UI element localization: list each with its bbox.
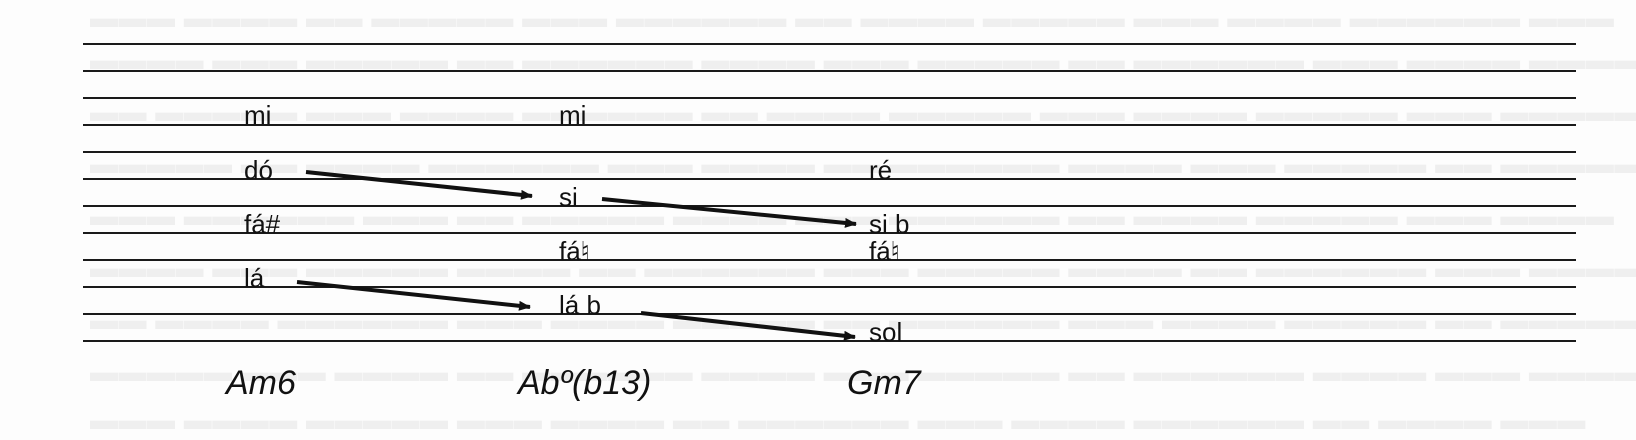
- staff-line: [83, 232, 1576, 234]
- note-re: ré: [869, 155, 893, 185]
- staff-line: [83, 43, 1576, 45]
- note-fa-natural: fá♮: [869, 236, 900, 266]
- staff-line: [83, 286, 1576, 288]
- staff-line: [83, 340, 1576, 342]
- arrow-si-to-sib: [601, 197, 857, 228]
- chord-name-gm7: Gm7: [847, 364, 921, 402]
- arrow-lab-to-sol: [640, 311, 856, 341]
- staff-line: [83, 205, 1576, 207]
- staff-line: [83, 313, 1576, 315]
- arrow-do-to-si: [305, 170, 533, 200]
- note-fa-sharp: fá#: [244, 209, 281, 239]
- note-la-flat: lá b: [559, 290, 601, 320]
- note-si-flat: si b: [869, 209, 910, 239]
- staff-line: [83, 97, 1576, 99]
- note-si: si: [559, 182, 578, 212]
- note-la: lá: [244, 263, 265, 293]
- staff-line: [83, 259, 1576, 261]
- arrow-la-to-lab: [296, 280, 531, 311]
- note-do: dó: [244, 155, 273, 185]
- note-mi: mi: [559, 100, 587, 130]
- note-fa-natural: fá♮: [559, 236, 590, 266]
- staff-line: [83, 151, 1576, 153]
- staff-line: [83, 124, 1576, 126]
- chord-name-ab-dim: Abº(b13): [518, 364, 652, 402]
- note-sol: sol: [869, 317, 903, 347]
- staff-line: [83, 178, 1576, 180]
- chord-name-am6: Am6: [226, 364, 296, 402]
- note-mi: mi: [244, 100, 272, 130]
- staff-line: [83, 70, 1576, 72]
